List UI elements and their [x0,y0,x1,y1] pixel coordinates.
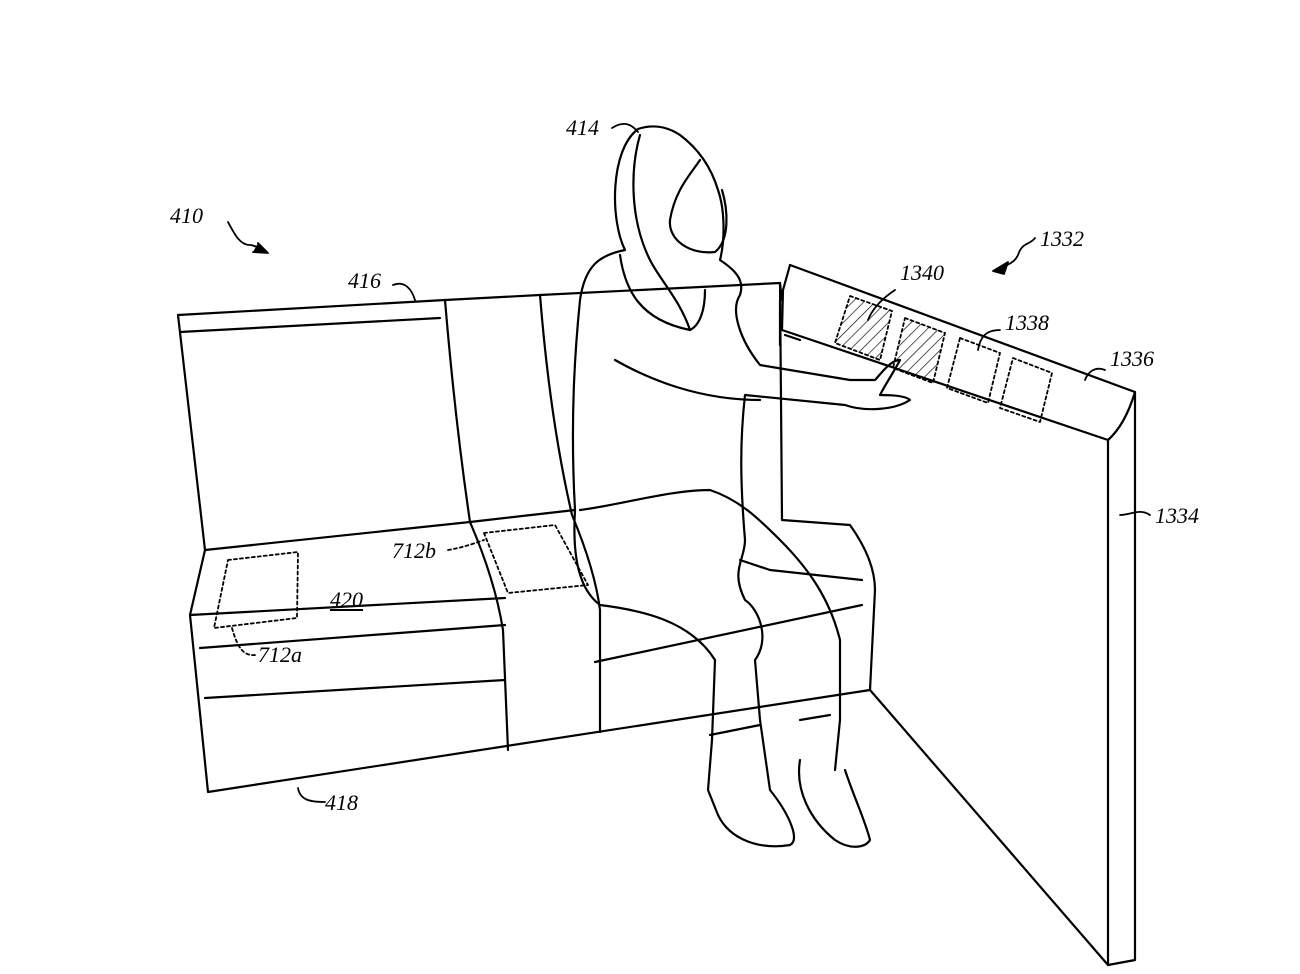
display-wall [780,263,1137,967]
leader-lines [227,123,1151,803]
label-1336: 1336 [1110,346,1154,371]
sensors [213,524,589,629]
label-1338: 1338 [1005,310,1049,335]
label-410: 410 [170,203,203,228]
label-1332: 1332 [1040,226,1084,251]
label-1340: 1340 [900,260,944,285]
label-418: 418 [325,790,358,815]
display-elements [834,295,1053,423]
label-712b: 712b [392,538,436,563]
label-416: 416 [348,268,381,293]
label-414: 414 [566,115,599,140]
occupant [571,125,912,848]
label-712a: 712a [258,642,302,667]
label-420: 420 [330,587,363,612]
label-1334: 1334 [1155,503,1199,528]
bench [176,281,877,794]
